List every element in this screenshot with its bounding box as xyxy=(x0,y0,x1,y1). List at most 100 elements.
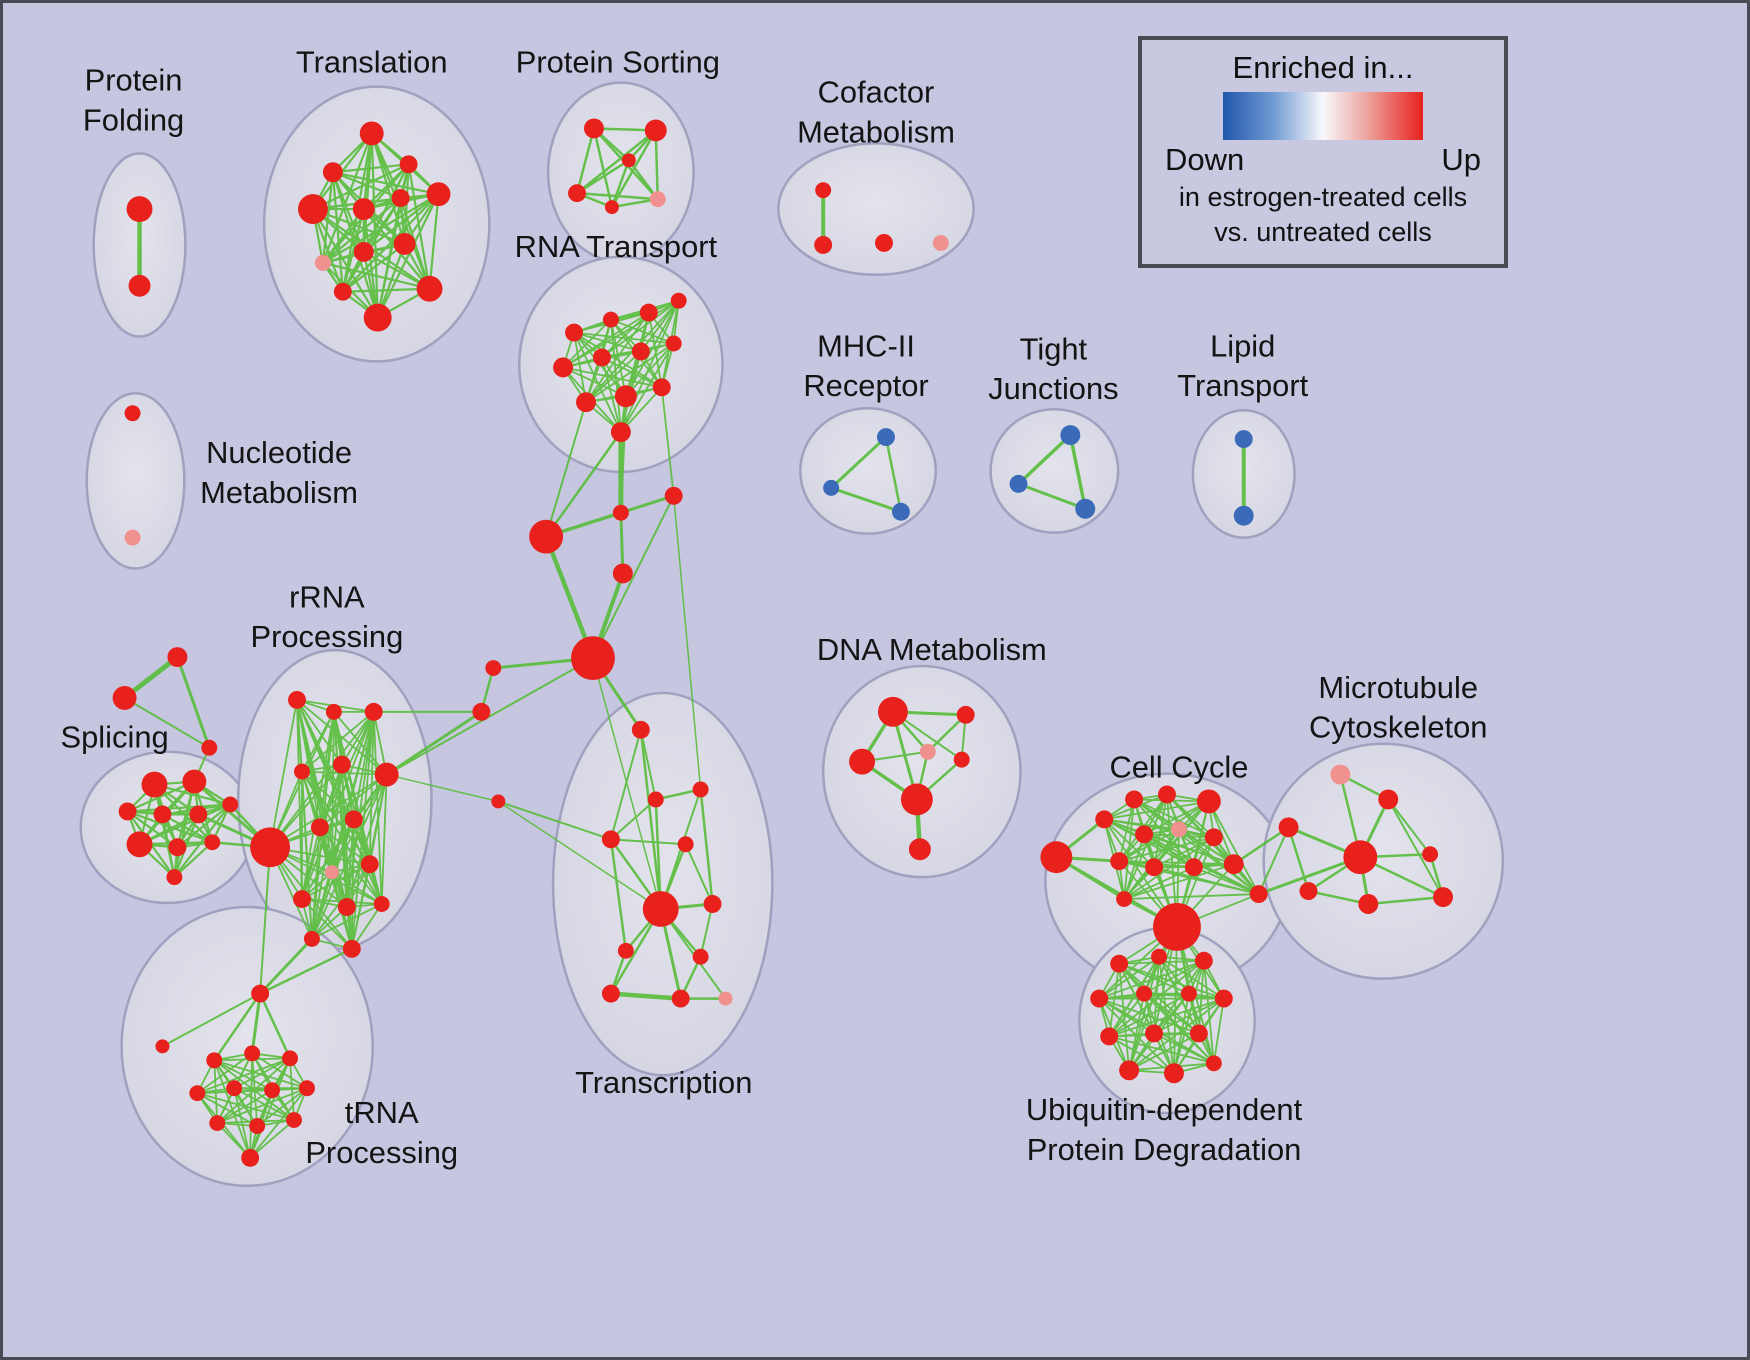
edge-ps3-ps6 xyxy=(575,159,631,195)
edge-mt6-mt7 xyxy=(1307,889,1370,906)
node-cc1 xyxy=(1040,841,1073,874)
node-tr2 xyxy=(322,162,343,183)
edge-tn1-rrhub xyxy=(259,846,272,995)
edge-cc14-mt4 xyxy=(1257,855,1362,896)
edge-cc12-cc13 xyxy=(1123,863,1235,900)
edge-txhub-tx1 xyxy=(639,728,662,911)
node-tr10 xyxy=(393,232,416,255)
node-tr3 xyxy=(399,155,418,174)
edge-tr6-tr8 xyxy=(321,197,402,264)
edge-tn1-rr15 xyxy=(258,947,354,995)
node-tn8 xyxy=(298,1080,315,1097)
node-ps3 xyxy=(568,184,586,203)
edge-tx5-tx6 xyxy=(684,843,714,906)
node-rr3 xyxy=(364,702,383,721)
node-tj1 xyxy=(1060,425,1081,446)
edge-ub11-cchub xyxy=(1128,926,1178,1072)
edge-tr7-tr9 xyxy=(362,193,440,253)
node-lt1 xyxy=(1234,430,1253,449)
edge-hc3-rt12 xyxy=(544,430,623,538)
node-ub7 xyxy=(1214,989,1233,1008)
edge-tr2-tr13 xyxy=(331,171,344,293)
node-mc1 xyxy=(485,660,502,677)
edge-tj2-tj3 xyxy=(1017,482,1087,511)
transcription-label: Transcription xyxy=(575,1065,752,1100)
edge-cc13-cc14 xyxy=(1123,893,1260,900)
edge-rt2-rt8 xyxy=(610,318,675,345)
node-tx10 xyxy=(671,989,690,1008)
edge-fr1-fr3 xyxy=(175,655,211,750)
edge-cc7-cc12 xyxy=(1178,828,1235,866)
edge-rt11-rt12 xyxy=(619,386,663,433)
edge-ub2-ub4 xyxy=(1098,955,1160,1000)
edge-rt3-rt9 xyxy=(585,311,650,404)
node-ub1 xyxy=(1110,954,1129,973)
legend: Enriched in... Down Up in estrogen-treat… xyxy=(1138,36,1508,268)
edge-tr10-tr13 xyxy=(341,242,406,293)
node-mh3 xyxy=(891,502,910,521)
edge-tr4-tr12 xyxy=(311,207,379,319)
node-tx2 xyxy=(692,781,709,798)
edge-rr7-rr11 xyxy=(301,826,321,900)
edge-tn11-tn12 xyxy=(249,1119,295,1159)
edge-cc7-cc9 xyxy=(1118,828,1180,863)
node-tr6 xyxy=(391,189,410,208)
edge-rr13-rr15 xyxy=(350,903,383,950)
node-ub5 xyxy=(1136,985,1153,1002)
edge-tr1-tr12 xyxy=(370,132,379,319)
edge-ub7-ub13 xyxy=(1212,997,1225,1065)
edge-ub5-ub8 xyxy=(1108,992,1145,1038)
edge-cc11-cc13 xyxy=(1123,866,1195,900)
cofactor-metabolism-ellipse xyxy=(777,142,975,277)
node-tx8 xyxy=(692,948,709,965)
node-hc2 xyxy=(612,504,629,521)
node-ub10 xyxy=(1189,1024,1208,1043)
edge-tn1-tn2 xyxy=(213,992,262,1062)
edge-cc4-cc10 xyxy=(1153,793,1168,869)
edge-ps4-ps6 xyxy=(610,159,631,209)
edge-ub7-ub9 xyxy=(1153,997,1225,1035)
node-rr12 xyxy=(337,898,356,916)
edge-rr13-rr14 xyxy=(311,903,383,940)
edge-tn1-tn4 xyxy=(258,992,292,1060)
edge-ub12-cchub xyxy=(1173,926,1178,1075)
node-tn1 xyxy=(251,984,270,1003)
edge-ub3-ub5 xyxy=(1143,959,1205,995)
node-ub8 xyxy=(1100,1027,1119,1046)
edge-rt3-rt11 xyxy=(647,311,663,389)
edge-sp3-sp8 xyxy=(126,810,179,849)
node-rr8 xyxy=(344,810,363,829)
edge-sp2-sp10 xyxy=(173,780,196,879)
edge-rr1-rrhub xyxy=(269,699,298,849)
node-rt8 xyxy=(665,335,682,352)
edge-cc9-cc12 xyxy=(1118,860,1235,866)
edge-tr2-tr6 xyxy=(331,171,402,200)
node-mt3 xyxy=(1278,817,1299,838)
node-cc6 xyxy=(1135,825,1154,844)
edge-sp6-sp7 xyxy=(138,803,232,846)
node-fr3 xyxy=(201,739,218,756)
edge-mt7-mt8 xyxy=(1367,895,1445,906)
node-tn6 xyxy=(226,1080,243,1097)
node-mc3 xyxy=(491,794,506,809)
node-rr9 xyxy=(324,865,339,880)
node-tn12 xyxy=(241,1148,260,1167)
edge-sp9-sp10 xyxy=(173,841,214,879)
edge-rt8-rt10 xyxy=(624,342,675,398)
edge-mc3-rr4 xyxy=(385,773,500,803)
node-txhub xyxy=(642,891,679,927)
node-nm1 xyxy=(124,405,141,422)
edge-rt2-rt5 xyxy=(562,318,612,369)
node-tn2 xyxy=(206,1052,223,1069)
node-cc9 xyxy=(1110,852,1129,871)
node-ub3 xyxy=(1194,951,1213,970)
node-rr6 xyxy=(293,763,310,780)
edge-hc2-hc4 xyxy=(619,511,625,575)
node-cc4 xyxy=(1158,785,1176,804)
node-cc11 xyxy=(1184,858,1203,877)
edge-tr2-tr8 xyxy=(321,171,334,264)
node-tr5 xyxy=(352,198,375,221)
